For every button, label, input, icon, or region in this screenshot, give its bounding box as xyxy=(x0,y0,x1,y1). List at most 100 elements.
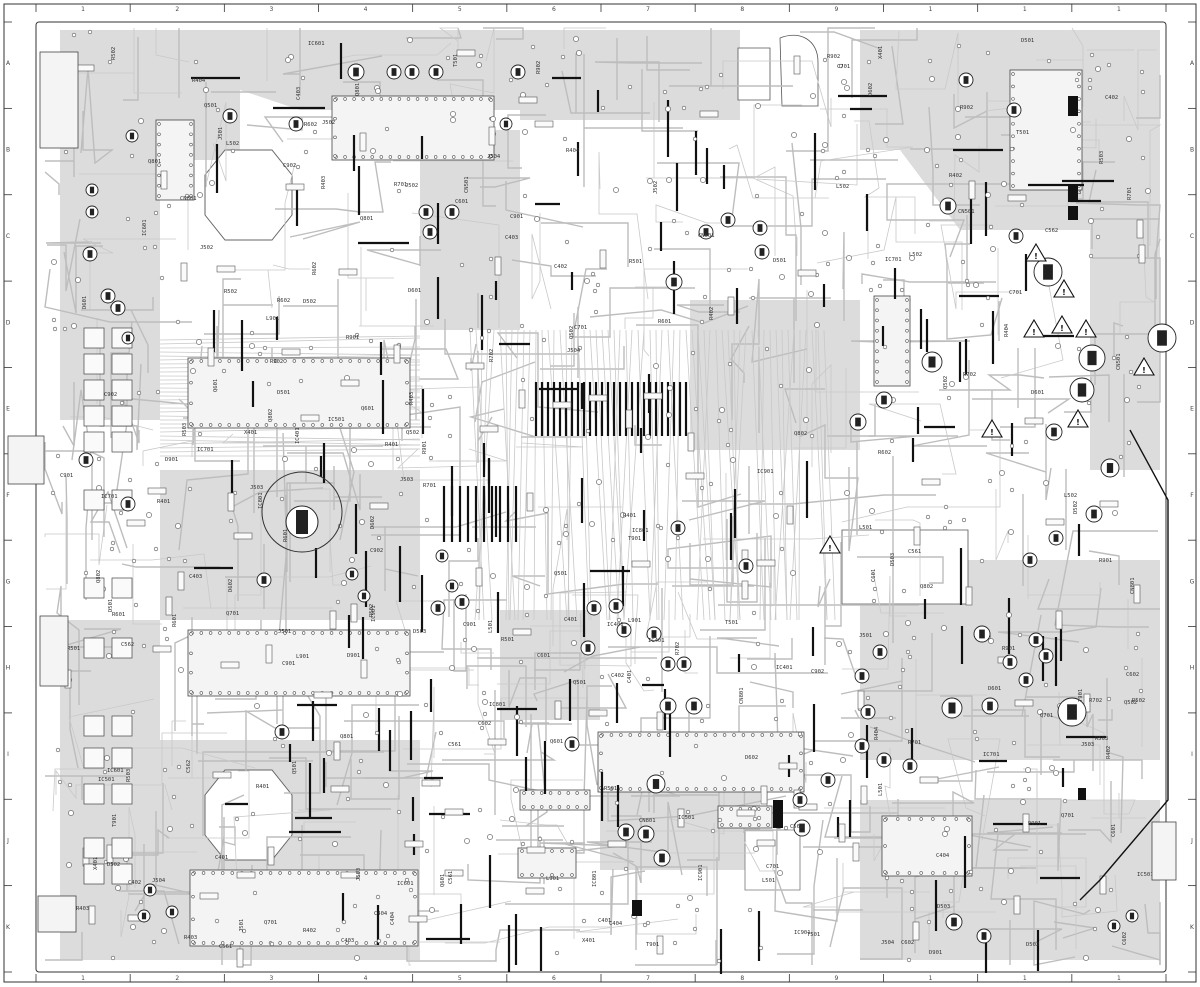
capacitor-polarity-band xyxy=(115,304,121,312)
row-label-right: J xyxy=(1190,837,1193,844)
resistor-body xyxy=(838,823,846,843)
component-label: R502 xyxy=(224,289,237,295)
copper-trace xyxy=(1068,781,1112,844)
solder-pad xyxy=(897,684,903,690)
solder-pad xyxy=(459,262,465,268)
solder-pad xyxy=(383,782,389,788)
copper-trace xyxy=(171,720,186,766)
capacitor-polarity-band xyxy=(141,912,147,920)
solder-pad xyxy=(151,939,157,945)
bus-trace xyxy=(559,329,578,621)
solder-pad xyxy=(471,646,477,652)
solder-pad xyxy=(726,267,732,273)
component-label: R901 xyxy=(422,441,428,454)
resistor-body xyxy=(212,771,232,779)
bus-trace xyxy=(663,329,675,621)
ic-pin xyxy=(189,184,193,188)
solder-pad xyxy=(161,928,167,934)
capacitor-polarity-band xyxy=(1033,636,1039,644)
ic-pin xyxy=(704,787,708,791)
ic-pin xyxy=(383,871,388,875)
copper-trace xyxy=(730,583,771,659)
component-label: D601 xyxy=(988,686,1001,692)
copper-trace xyxy=(282,432,287,658)
solder-pad xyxy=(368,338,374,344)
warning-triangle-icon xyxy=(1133,356,1155,376)
ic-pin xyxy=(402,871,407,875)
ic-pin xyxy=(531,805,535,809)
copper-trace xyxy=(1088,550,1120,585)
resistor-body xyxy=(333,741,341,761)
solder-pad xyxy=(1123,665,1129,671)
bus-trace xyxy=(637,329,651,621)
resistor-body xyxy=(631,560,651,568)
solder-pad xyxy=(925,222,931,228)
solder-pad xyxy=(193,59,199,65)
ic-pin xyxy=(905,339,909,343)
component-label: D901 xyxy=(1028,821,1041,827)
ic-pin xyxy=(1077,171,1081,176)
solder-pad xyxy=(466,547,472,553)
component-label: C902 xyxy=(811,669,824,675)
resistor-body xyxy=(165,596,173,616)
solder-pad xyxy=(104,755,110,761)
ic-pin xyxy=(720,823,724,827)
solder-pad xyxy=(1139,69,1145,75)
row-label-right: I xyxy=(1191,751,1193,758)
solder-pad xyxy=(758,945,764,951)
capacitor-polarity-band xyxy=(449,208,455,216)
resistor-body xyxy=(216,265,236,273)
resistor-body xyxy=(265,644,273,664)
solder-pad xyxy=(351,447,357,453)
ic-pin xyxy=(274,359,278,363)
solder-pad xyxy=(298,378,304,384)
ic-pin xyxy=(374,941,378,945)
component-label: Q502 xyxy=(569,326,575,339)
component-label: Q501 xyxy=(573,680,586,686)
solder-pad xyxy=(83,570,89,576)
solder-pad xyxy=(1140,155,1146,161)
solder-pad xyxy=(658,525,664,531)
ic-pin xyxy=(301,359,306,363)
solder-pad xyxy=(694,907,700,913)
solder-pad xyxy=(1106,696,1112,702)
copper-trace xyxy=(963,614,1042,717)
ic-pin xyxy=(905,380,909,384)
copper-trace xyxy=(814,108,914,199)
solder-pad xyxy=(1008,529,1014,535)
ic-pin xyxy=(339,359,343,363)
bus-trace xyxy=(159,435,421,441)
solder-pad xyxy=(943,504,949,510)
component-label: C701 xyxy=(766,864,779,870)
component-label: X401 xyxy=(93,857,99,870)
copper-trace xyxy=(824,542,842,665)
ic-pin xyxy=(189,690,193,694)
solder-pad xyxy=(963,374,969,380)
ic-pin xyxy=(367,691,371,695)
copper-trace xyxy=(1088,169,1149,257)
solder-pad xyxy=(368,461,374,467)
solder-pad xyxy=(349,557,355,563)
copper-trace xyxy=(540,346,625,370)
capacitor-polarity-band xyxy=(1051,427,1057,437)
capacitor-polarity-band xyxy=(1067,704,1077,720)
solder-pad xyxy=(376,938,382,944)
solder-pad xyxy=(872,586,878,592)
solder-pad xyxy=(1138,688,1144,694)
solder-pad xyxy=(985,50,991,56)
solder-pad xyxy=(581,918,587,924)
copper-trace xyxy=(477,650,496,755)
solder-pad xyxy=(779,546,785,552)
copper-trace xyxy=(508,670,547,741)
component-label: C561 xyxy=(219,944,232,950)
ic-pin xyxy=(268,871,273,875)
solder-pad xyxy=(972,729,978,735)
solder-pad xyxy=(1072,901,1078,907)
copper-trace xyxy=(56,585,80,705)
solder-pad xyxy=(519,323,525,329)
solder-pad xyxy=(1083,955,1089,961)
copper-trace xyxy=(161,732,227,784)
column-label-bottom: 1 xyxy=(929,975,933,982)
copper-trace xyxy=(1098,709,1113,721)
copper-trace xyxy=(749,681,794,708)
